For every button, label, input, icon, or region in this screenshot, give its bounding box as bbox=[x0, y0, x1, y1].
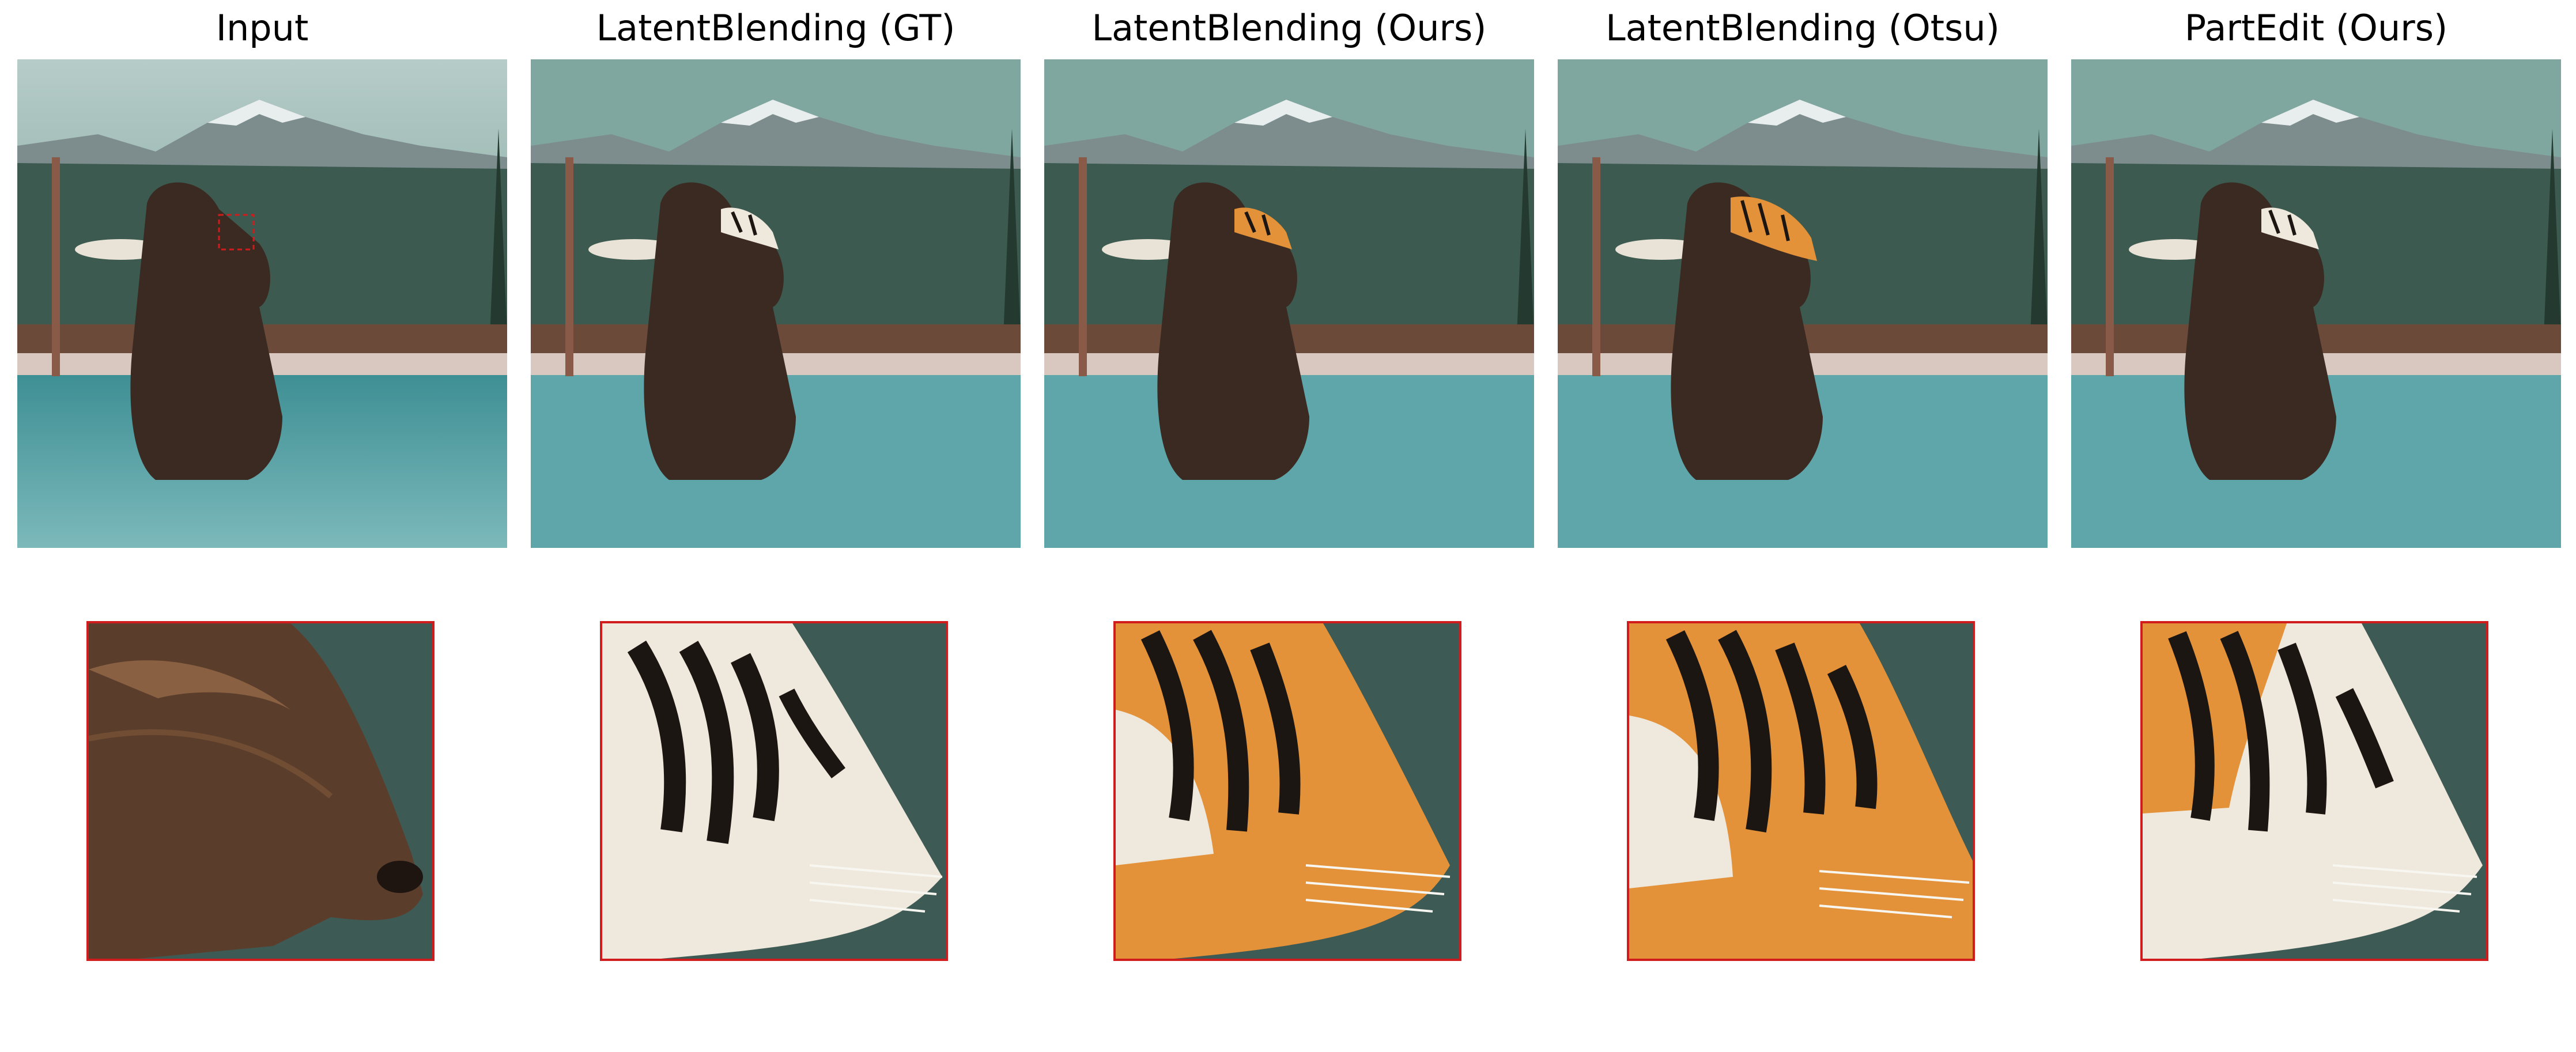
panel-title: PartEdit (Ours) bbox=[2184, 7, 2448, 49]
scene-drawing bbox=[1558, 59, 2048, 548]
zoom-drawing bbox=[2143, 623, 2486, 959]
zoom-drawing bbox=[602, 623, 946, 959]
panel-title: LatentBlending (GT) bbox=[596, 7, 955, 49]
zoom-crop bbox=[1627, 621, 1975, 961]
scene-drawing bbox=[2071, 59, 2561, 548]
panel-latentblending-gt: LatentBlending (GT) bbox=[531, 0, 1021, 1052]
panel-title: LatentBlending (Otsu) bbox=[1606, 7, 2000, 49]
scene-image bbox=[17, 59, 507, 548]
zoom-drawing bbox=[89, 623, 432, 959]
scene-image bbox=[1558, 59, 2048, 548]
panel-latentblending-ours: LatentBlending (Ours) bbox=[1044, 0, 1534, 1052]
panel-latentblending-otsu: LatentBlending (Otsu) bbox=[1558, 0, 2048, 1052]
zoom-crop bbox=[600, 621, 948, 961]
zoom-drawing bbox=[1629, 623, 1973, 959]
scene-image bbox=[2071, 59, 2561, 548]
scene-drawing bbox=[1044, 59, 1534, 548]
scene-image bbox=[531, 59, 1021, 548]
zoom-crop bbox=[86, 621, 435, 961]
panel-title: Input bbox=[216, 7, 309, 49]
zoom-crop bbox=[2140, 621, 2488, 961]
panel-input: Input bbox=[17, 0, 507, 1052]
scene-drawing bbox=[531, 59, 1021, 548]
scene-image bbox=[1044, 59, 1534, 548]
panel-partedit-ours: PartEdit (Ours) bbox=[2071, 0, 2561, 1052]
zoom-drawing bbox=[1116, 623, 1459, 959]
panel-title: LatentBlending (Ours) bbox=[1091, 7, 1487, 49]
zoom-crop bbox=[1113, 621, 1461, 961]
scene-drawing bbox=[17, 59, 507, 548]
